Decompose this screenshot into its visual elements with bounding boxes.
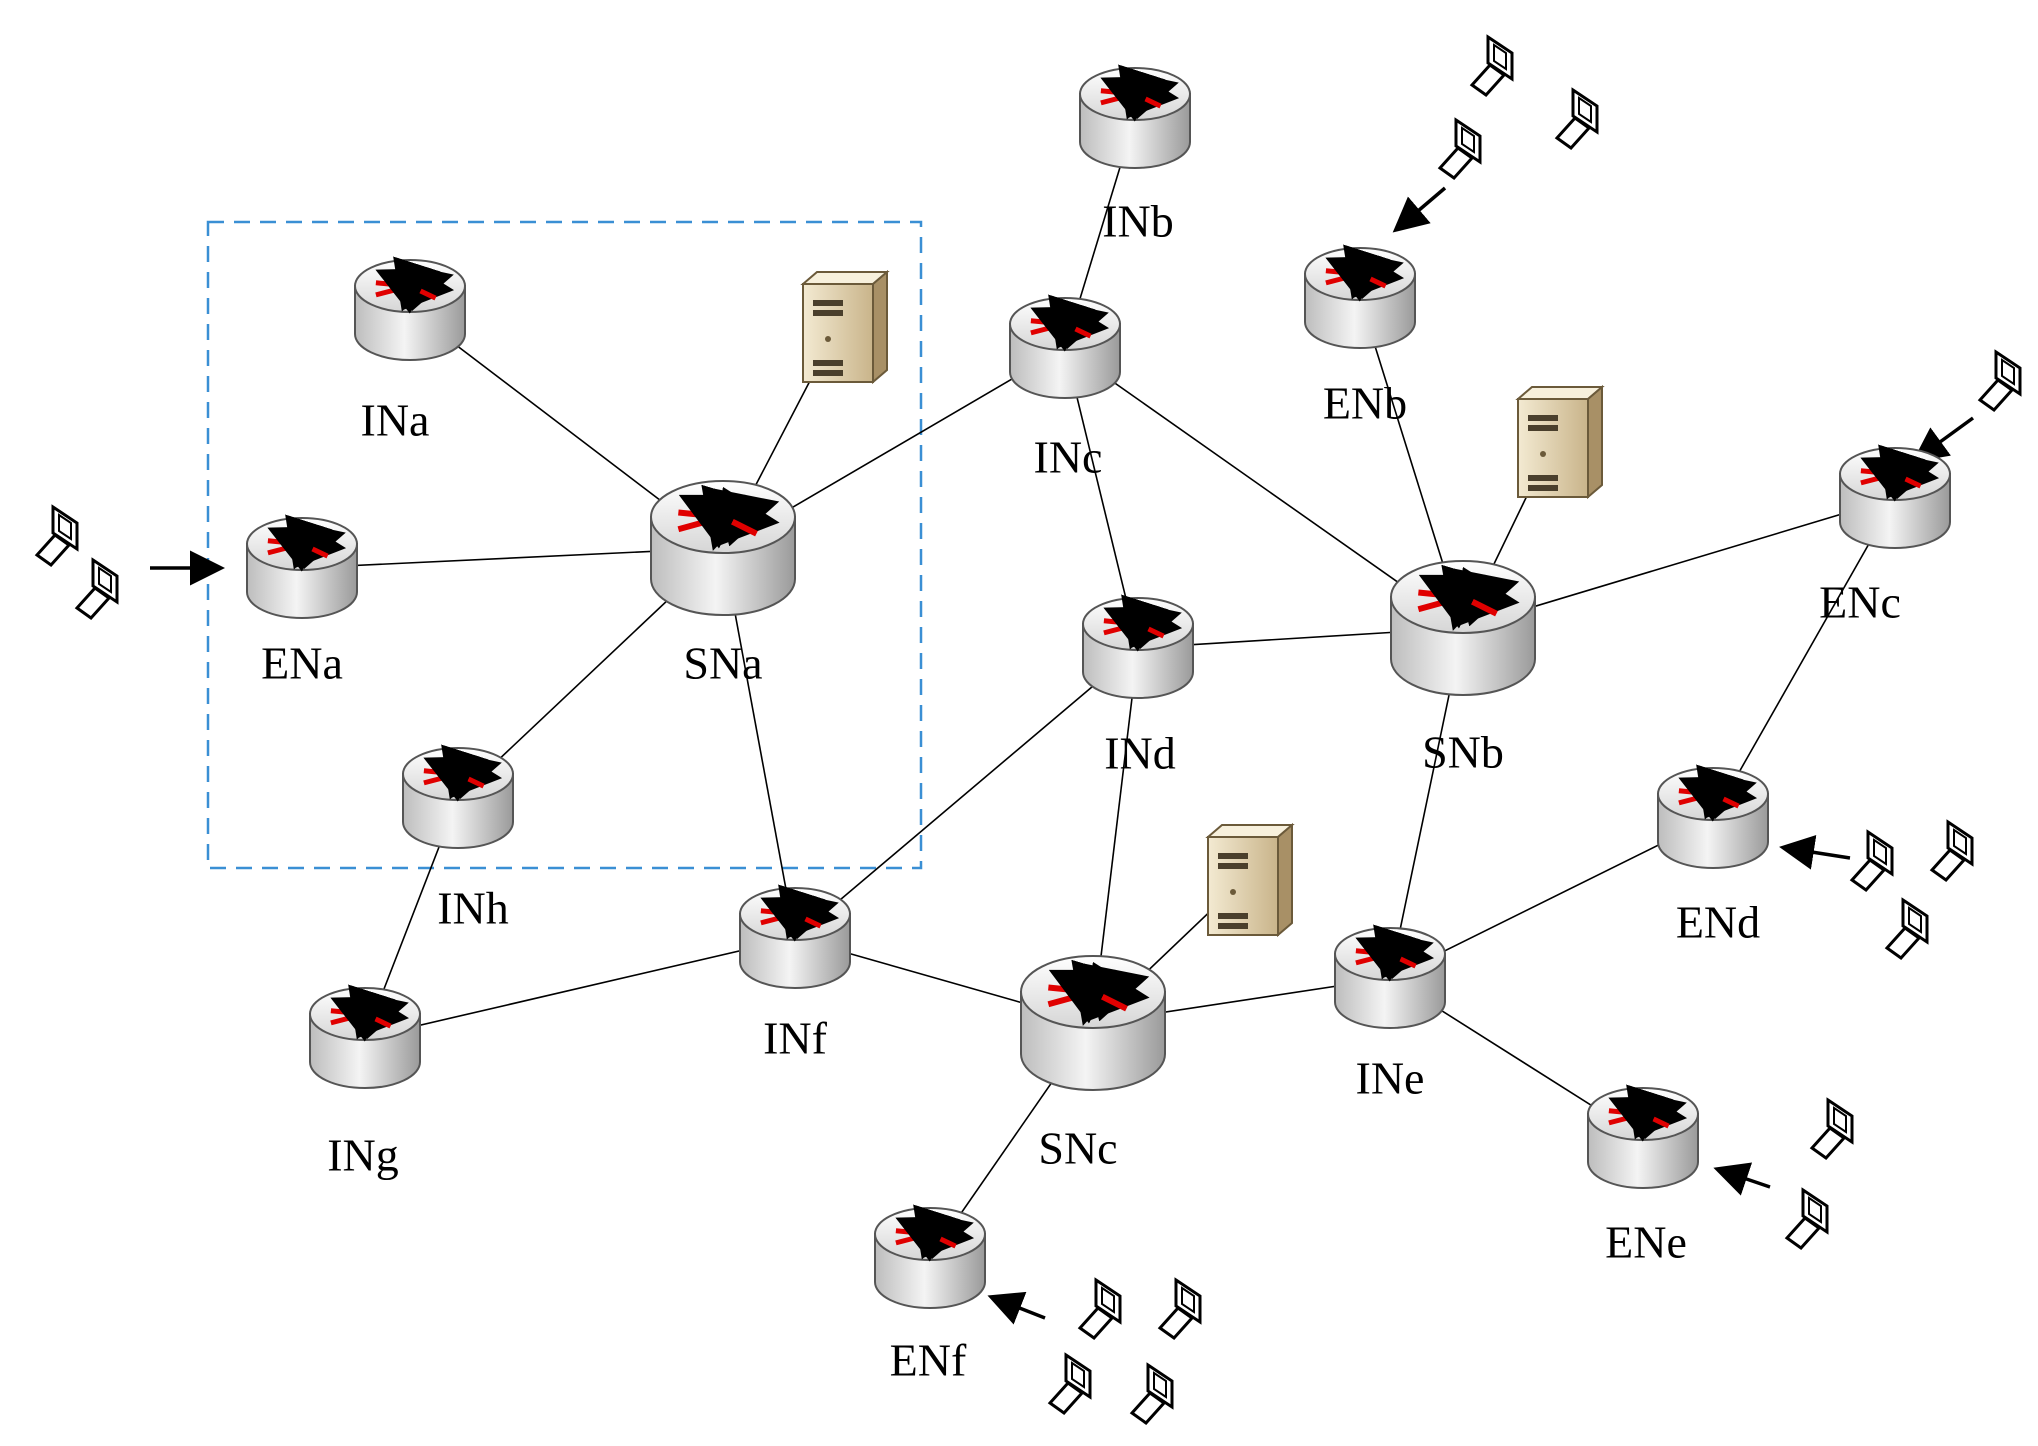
router-arrow-3 bbox=[375, 268, 437, 314]
computer-terminal-icon bbox=[1047, 1352, 1092, 1415]
computer-terminal-icon bbox=[74, 557, 119, 620]
router-icon-ENa bbox=[246, 514, 358, 619]
router-icon-INe bbox=[1334, 924, 1446, 1029]
router-arrow-3 bbox=[1325, 256, 1387, 302]
router-arrow-3 bbox=[1100, 76, 1162, 122]
node-label-INa: INa bbox=[361, 395, 430, 446]
computer-terminal-icon bbox=[34, 504, 79, 567]
router-arrow-3 bbox=[1030, 306, 1092, 352]
node-label-ENa: ENa bbox=[261, 638, 343, 689]
access-arrow-ENb bbox=[1392, 186, 1447, 233]
computer-terminal-icon bbox=[1077, 1277, 1122, 1340]
router-arrow-3 bbox=[1860, 456, 1922, 502]
computer-terminal-icon bbox=[1929, 819, 1974, 882]
router-icon-SNb bbox=[1390, 560, 1536, 696]
node-label-ENc: ENc bbox=[1819, 577, 1901, 628]
router-icon-SNa bbox=[650, 480, 796, 616]
node-label-INb: INb bbox=[1102, 196, 1174, 247]
terminal-group-ENf bbox=[987, 1277, 1202, 1425]
node-label-INe: INe bbox=[1356, 1053, 1425, 1104]
router-icon-INg bbox=[309, 984, 421, 1089]
terminal-group-ENa bbox=[34, 504, 225, 620]
router-arrow-3 bbox=[267, 526, 329, 572]
router-arrow-3 bbox=[678, 494, 758, 549]
router-icon-INd bbox=[1082, 594, 1194, 699]
router-icon-ENe bbox=[1587, 1084, 1699, 1189]
router-arrow-3 bbox=[1608, 1096, 1670, 1142]
node-label-ENf: ENf bbox=[890, 1335, 967, 1386]
router-arrow-3 bbox=[423, 756, 485, 802]
router-arrow-3 bbox=[1103, 606, 1165, 652]
computer-terminal-icon bbox=[1157, 1277, 1202, 1340]
router-icon-ENf bbox=[874, 1204, 986, 1309]
node-label-INf: INf bbox=[763, 1013, 828, 1064]
node-label-SNc: SNc bbox=[1038, 1123, 1117, 1174]
access-arrow-ENd bbox=[1779, 835, 1851, 870]
computer-terminal-icon bbox=[1884, 897, 1929, 960]
node-label-INd: INd bbox=[1104, 728, 1176, 779]
terminals-layer bbox=[34, 34, 2022, 1425]
node-label-ENb: ENb bbox=[1323, 378, 1407, 429]
server-icon-server-b bbox=[1515, 384, 1605, 500]
node-label-SNa: SNa bbox=[683, 638, 762, 689]
node-label-INc: INc bbox=[1034, 432, 1103, 483]
node-label-ENd: ENd bbox=[1676, 897, 1760, 948]
router-arrow-3 bbox=[1418, 574, 1498, 629]
domain-boundary-box bbox=[206, 220, 923, 870]
terminal-group-ENc bbox=[1912, 349, 2022, 463]
router-arrow-3 bbox=[760, 896, 822, 942]
terminal-group-ENe bbox=[1713, 1097, 1854, 1250]
node-label-SNb: SNb bbox=[1422, 727, 1504, 778]
router-icon-INh bbox=[402, 744, 514, 849]
router-icon-SNc bbox=[1020, 955, 1166, 1091]
router-icon-INf bbox=[739, 884, 851, 989]
router-arrow-3 bbox=[895, 1216, 957, 1262]
node-label-ENe: ENe bbox=[1605, 1217, 1687, 1268]
router-icon-ENc bbox=[1839, 444, 1951, 549]
router-arrow-3 bbox=[1355, 936, 1417, 982]
computer-terminal-icon bbox=[1554, 87, 1599, 150]
computer-terminal-icon bbox=[1977, 349, 2022, 412]
servers-layer bbox=[800, 269, 1605, 938]
access-arrow-ENe bbox=[1713, 1162, 1771, 1196]
router-icon-ENb bbox=[1304, 244, 1416, 349]
node-label-INh: INh bbox=[437, 883, 509, 934]
router-icon-INa bbox=[354, 256, 466, 361]
access-arrow-ENf bbox=[987, 1291, 1046, 1325]
router-arrow-3 bbox=[1678, 776, 1740, 822]
router-icon-ENd bbox=[1657, 764, 1769, 869]
computer-terminal-icon bbox=[1437, 117, 1482, 180]
terminal-group-ENd bbox=[1779, 819, 1974, 960]
server-icon-server-a bbox=[800, 269, 890, 385]
computer-terminal-icon bbox=[1784, 1187, 1829, 1250]
router-arrow-3 bbox=[1048, 969, 1128, 1024]
computer-terminal-icon bbox=[1809, 1097, 1854, 1160]
computer-terminal-icon bbox=[1129, 1362, 1174, 1425]
link-INd-INf bbox=[794, 647, 1139, 939]
terminal-group-ENb bbox=[1392, 34, 1599, 233]
router-icon-INb bbox=[1079, 64, 1191, 169]
link-ENc-ENd bbox=[1712, 497, 1896, 819]
router-arrow-3 bbox=[330, 996, 392, 1042]
link-INf-INg bbox=[364, 937, 796, 1039]
computer-terminal-icon bbox=[1469, 34, 1514, 97]
router-icon-INc bbox=[1009, 294, 1121, 399]
computer-terminal-icon bbox=[1849, 829, 1894, 892]
server-icon-server-c bbox=[1205, 822, 1295, 938]
node-label-INg: INg bbox=[327, 1130, 399, 1181]
